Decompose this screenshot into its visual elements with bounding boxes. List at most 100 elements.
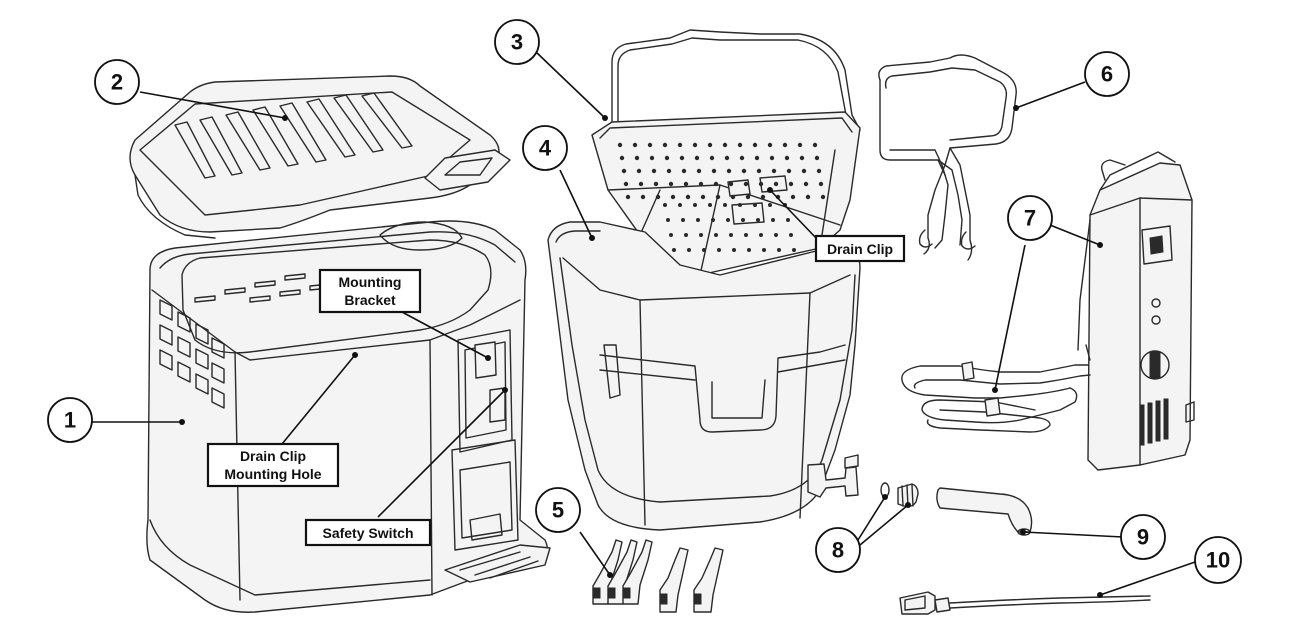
basket-hole [621,168,627,174]
basket-hole [729,233,733,237]
callout-8-number: 8 [832,538,844,563]
basket-hole [820,194,826,200]
basket-hole [745,194,751,200]
label-mounting-bracket-line1: Mounting [339,274,402,290]
label-drain-clip-hole-line2: Mounting Hole [224,466,321,482]
callout-7-number: 7 [1024,206,1036,231]
basket-hole [812,142,818,148]
basket-hole [700,194,706,200]
label-drain-clip-mounting-hole: Drain Clip Mounting Hole [206,442,340,488]
basket-hole [801,168,807,174]
callout-6: 6 [1084,51,1130,97]
basket-hole [681,218,685,222]
part-6-basket-hook [878,54,1017,261]
label-drain-clip-hole-line1: Drain Clip [240,448,306,464]
basket-hole [788,181,794,187]
callout-10-number: 10 [1206,548,1230,573]
basket-hole [759,233,763,237]
basket-hole [687,248,691,252]
callout-8: 8 [815,527,861,573]
basket-hole [649,155,655,161]
basket-hole [723,203,727,207]
basket-hole [683,181,689,187]
basket-hole [771,168,777,174]
basket-hole [647,142,653,148]
basket-hole [698,181,704,187]
basket-hole [711,168,717,174]
basket-hole [741,168,747,174]
basket-hole [816,168,822,174]
part-3-basket [591,29,861,276]
basket-hole [799,155,805,161]
basket-hole [669,233,673,237]
basket-hole [784,155,790,161]
basket-hole [708,203,712,207]
basket-hole [655,194,661,200]
basket-hole [663,203,667,207]
callout-10: 10 [1194,536,1242,584]
callout-3-number: 3 [511,30,523,55]
basket-hole [782,142,788,148]
callout-2: 2 [94,59,140,105]
basket-hole [744,233,748,237]
callout-3: 3 [494,19,540,65]
basket-hole [709,155,715,161]
basket-hole [726,168,732,174]
basket-hole [651,168,657,174]
part-4-pot [547,221,861,531]
basket-hole [693,203,697,207]
part-2-lid [129,75,511,239]
basket-hole [636,168,642,174]
basket-hole [747,248,751,252]
basket-hole [638,181,644,187]
basket-hole [625,194,631,200]
basket-hole [818,181,824,187]
basket-hole [726,218,730,222]
basket-hole [786,218,790,222]
basket-hole [739,155,745,161]
callout-9-number: 9 [1137,525,1149,550]
basket-hole [694,155,700,161]
basket-hole [653,181,659,187]
callout-5-number: 5 [552,498,564,523]
basket-hole [769,155,775,161]
basket-hole [758,181,764,187]
basket-hole [684,233,688,237]
basket-hole [774,233,778,237]
basket-hole [623,181,629,187]
basket-hole [670,194,676,200]
basket-hole [717,248,721,252]
basket-hole [713,181,719,187]
basket-hole [805,194,811,200]
callouts: 1 2 3 4 5 6 7 8 [47,19,1242,584]
basket-hole [679,155,685,161]
label-drain-clip-text: Drain Clip [827,241,893,257]
basket-hole [699,233,703,237]
basket-hole [696,168,702,174]
part-10-power-cord [899,591,1151,615]
basket-hole [777,248,781,252]
callout-1-number: 1 [64,408,76,433]
basket-hole [786,168,792,174]
basket-hole [696,218,700,222]
leader-lines [88,51,1196,598]
basket-hole [790,194,796,200]
basket-hole [792,248,796,252]
basket-hole [664,155,670,161]
callout-1: 1 [47,397,93,443]
basket-hole [767,142,773,148]
basket-hole [743,181,749,187]
basket-hole [634,155,640,161]
basket-hole [632,142,638,148]
part-5-feet [592,539,724,613]
basket-hole [678,203,682,207]
basket-hole [768,203,772,207]
basket-hole [681,168,687,174]
label-mounting-bracket: Mounting Bracket [318,268,422,314]
basket-hole [752,142,758,148]
basket-hole [724,155,730,161]
callout-5: 5 [535,487,581,533]
label-safety-switch: Safety Switch [304,518,432,547]
basket-perforations [617,142,826,252]
